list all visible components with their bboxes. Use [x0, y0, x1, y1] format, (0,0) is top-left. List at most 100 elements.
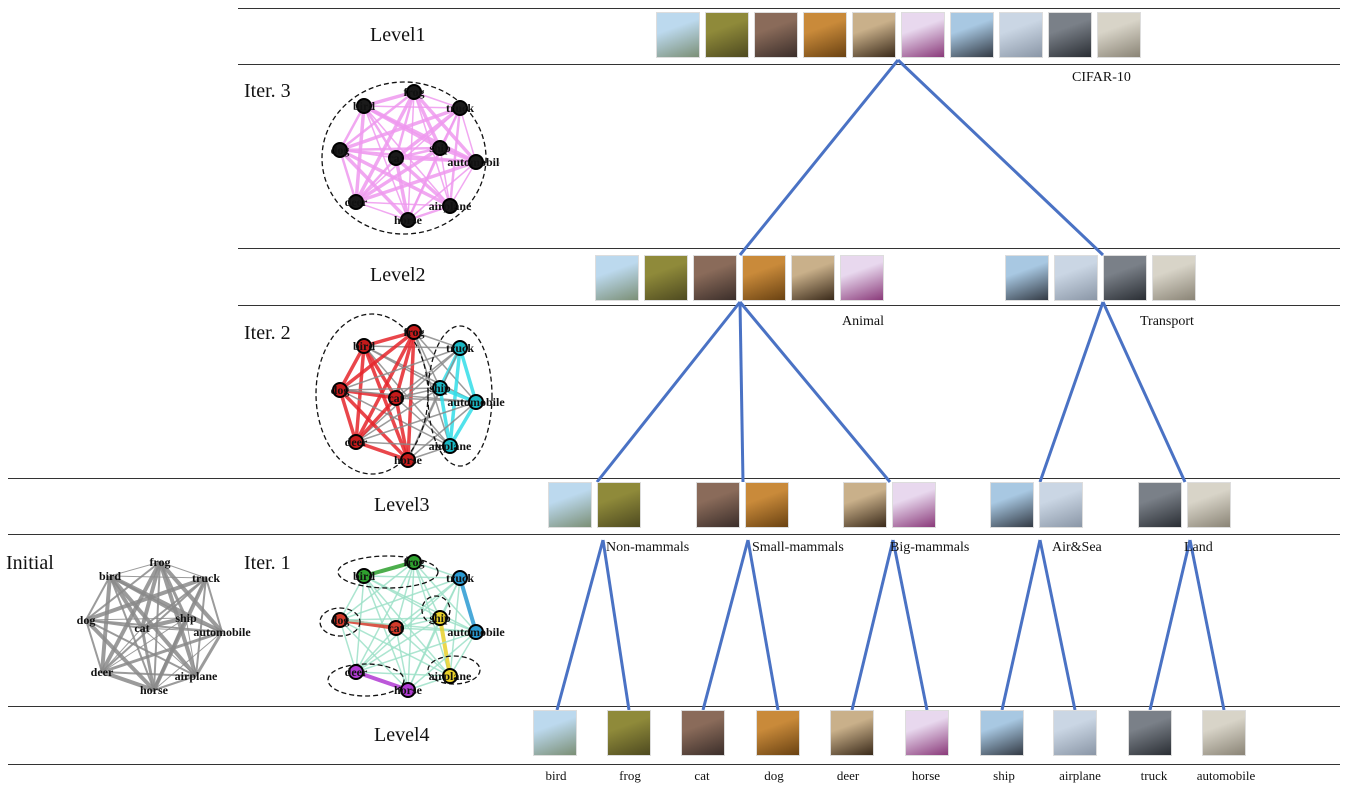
leaf-label-automobile: automobile [1196, 768, 1256, 783]
level4-label: Level4 [374, 724, 430, 746]
graph-node-automobile [468, 394, 484, 410]
divider-level4-top [8, 706, 1340, 707]
graph-edge-automobile-horse [407, 631, 477, 691]
graph-label-deer: deer [91, 665, 114, 679]
thumb-deer [830, 710, 874, 756]
graph-edge-cat-horse [395, 627, 409, 691]
graph-edge-ship-horse [152, 617, 188, 691]
graph-label-dog: dog [331, 613, 350, 627]
graph-edge-truck-dog [339, 577, 461, 621]
graph-edge-frog-airplane [413, 331, 451, 447]
divider-level3-top [8, 478, 1340, 479]
caption-animal: Animal [842, 314, 884, 329]
thumb-horse [905, 710, 949, 756]
graph-edge-deer-horse [101, 670, 155, 692]
graph-edge-frog-cat [394, 91, 416, 159]
graph-label-automobile: automobile [193, 625, 251, 639]
graph-node-bird [356, 338, 372, 354]
graph-edge-cat-airplane [394, 156, 452, 208]
level3-label: Level3 [374, 494, 430, 516]
thumb-airplane [1039, 482, 1083, 528]
leaf-label-airplane: airplane [1059, 768, 1101, 783]
graph-edge-automobile-horse [407, 161, 477, 221]
edge-root-transport [896, 58, 1105, 257]
graph-edge-dog-horse [339, 619, 409, 691]
iter3-label: Iter. 3 [244, 80, 291, 102]
graph-edge-bird-dog [338, 345, 366, 391]
edge-l3-l4-ship [1000, 539, 1042, 711]
caption-non-mammals: Non-mammals [606, 540, 690, 555]
thumb-truck [1138, 482, 1182, 528]
graph-edge-dog-ship [339, 617, 441, 621]
graph-edge-bird-frog [109, 561, 161, 577]
graph-edge-deer-airplane [355, 201, 451, 207]
edge-l3-l4-truck [1148, 539, 1192, 711]
thumb-deer [843, 482, 887, 528]
thumb-dog [742, 255, 786, 301]
thumb-frog [597, 482, 641, 528]
graph-edge-cat-deer [354, 396, 398, 444]
graph-label-dog: dog [331, 383, 350, 397]
thumb-horse [901, 12, 945, 58]
graph-edge-bird-truck [363, 575, 461, 579]
graph-edge-frog-truck [413, 91, 461, 109]
graph-edge-frog-truck [413, 331, 461, 349]
graph-edge-dog-horse [84, 618, 156, 692]
caption-cifar10: CIFAR-10 [1072, 70, 1131, 85]
edge-animal-bigmammals [738, 301, 892, 483]
graph-label-truck: truck [446, 571, 474, 585]
graph-edge-bird-deer [100, 575, 112, 673]
graph-edge-dog-deer [339, 619, 357, 673]
graph-node-bird [356, 568, 372, 584]
thumb-bird [533, 710, 577, 756]
graph-edge-automobile-airplane [194, 631, 224, 677]
graph-edge-cat-horse [394, 157, 410, 221]
graph-label-dog: dog [331, 143, 350, 157]
caption-small-mammals: Small-mammals [752, 540, 844, 555]
graph-edge-frog-automobile [413, 561, 477, 633]
thumb-airplane [1053, 710, 1097, 756]
graph-node-dog [332, 142, 348, 158]
graph-label-horse: horse [394, 213, 423, 227]
graph-edge-automobile-deer [355, 401, 477, 443]
thumb-cat [754, 12, 798, 58]
graph-edge-cat-automobile [395, 627, 477, 633]
graph-edge-frog-automobile [413, 331, 477, 403]
thumb-frog [644, 255, 688, 301]
edge-root-animal [738, 59, 900, 256]
graph-edge-truck-dog [339, 347, 461, 391]
divider-level1-bottom [238, 64, 1340, 65]
graph-edge-ship-deer [355, 146, 441, 204]
edge-animal-smallmammals [738, 301, 745, 483]
graph-edge-automobile-deer [101, 630, 223, 674]
graph-label-bird: bird [99, 569, 121, 583]
graph-label-ship: ship [175, 611, 197, 625]
edge-l3-l4-airplane [1038, 539, 1077, 711]
graph-label-automobile: automobile [447, 625, 505, 639]
graph-edge-bird-deer [354, 105, 366, 203]
graph-edge-deer-airplane [101, 671, 197, 677]
graph-edge-bird-frog [363, 330, 415, 348]
thumb-automobile [1187, 482, 1231, 528]
thumb-truck [1103, 255, 1147, 301]
graph-node-ship [432, 610, 448, 626]
caption-big-mammals: Big-mammals [890, 540, 970, 555]
graph-label-ship: ship [429, 141, 451, 155]
graph-edge-truck-automobile [458, 347, 478, 403]
cluster-boundary-0 [337, 555, 439, 589]
graph-node-cat [388, 150, 404, 166]
thumb-truck [1048, 12, 1092, 58]
iter1-label: Iter. 1 [244, 552, 291, 574]
leaf-label-frog: frog [619, 768, 641, 783]
graph-node-horse [400, 682, 416, 698]
thumb-airplane [1054, 255, 1098, 301]
graph-edge-bird-dog [339, 575, 365, 621]
graph-node-airplane [442, 198, 458, 214]
thumb-horse [840, 255, 884, 301]
graph-node-automobile [468, 154, 484, 170]
graph-label-deer: deer [345, 435, 368, 449]
graph-label-deer: deer [345, 195, 368, 209]
graph-edge-automobile-airplane [449, 631, 477, 677]
thumb-ship [990, 482, 1034, 528]
thumb-automobile [1152, 255, 1196, 301]
